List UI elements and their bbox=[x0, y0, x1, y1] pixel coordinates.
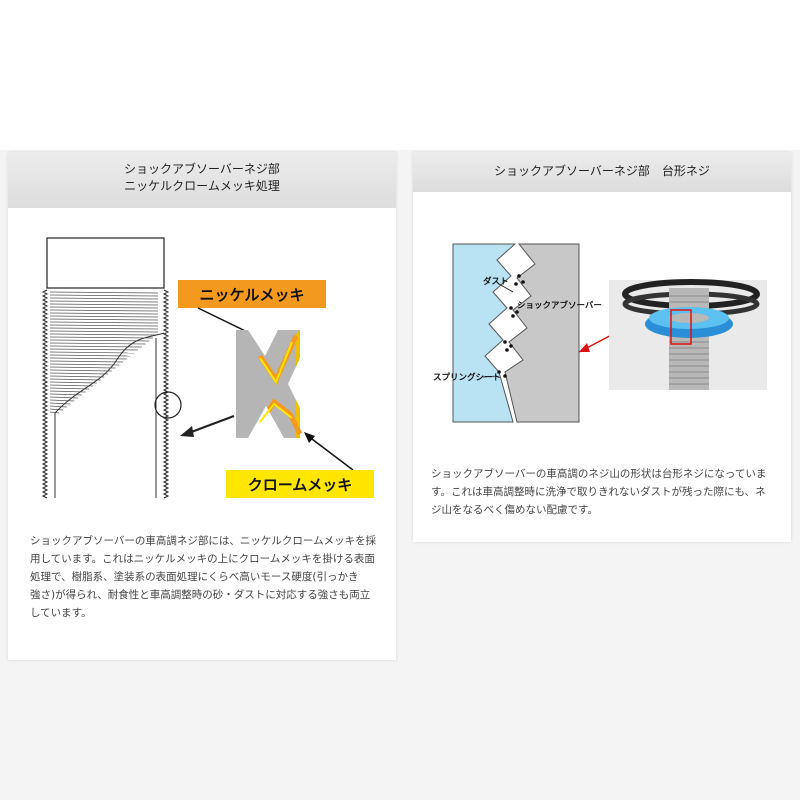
thread-hatch-line bbox=[49, 321, 159, 324]
shaft-cap bbox=[46, 237, 165, 289]
thread-hatch-line bbox=[49, 363, 120, 366]
yellow-thread-line bbox=[259, 341, 293, 385]
dust-label: ダスト bbox=[483, 276, 509, 287]
nickel-chrome-panel: ショックアブソーバーネジ部 ニッケルクロームメッキ処理 ニッケルメッキ bbox=[8, 152, 396, 660]
thread-plating-diagram: ニッケルメッキ クロームメッキ bbox=[41, 237, 374, 499]
white-notch-3 bbox=[288, 358, 300, 408]
cutaway-curve bbox=[54, 332, 165, 414]
nickel-badge bbox=[178, 280, 326, 308]
thread-hatch-line bbox=[49, 315, 159, 318]
absorber-label: ショックアブソーバー bbox=[517, 300, 602, 311]
desc-line: しています。 bbox=[30, 607, 92, 619]
trapezoid-thread-panel: ショックアブソーバーネジ部 台形ネジ ダスト ショックアブソーバー スプリングシ… bbox=[413, 152, 791, 542]
thread-hatch-line bbox=[49, 312, 159, 315]
nickel-chrome-description: ショックアブソーバーの車高調ネジ部には、ニッケルクロームメッキを採 用しています… bbox=[30, 532, 376, 622]
trapezoid-description: ショックアブソーバーの車高調のネジ山の形状は台形ネジになっていま す。これは車高… bbox=[431, 465, 766, 519]
thread-hatch-line bbox=[49, 330, 159, 333]
spring-seat-shape bbox=[452, 243, 517, 423]
trapezoid-thread-diagram: ダスト ショックアブソーバー スプリングシート bbox=[433, 243, 767, 423]
thread-hatch-line bbox=[49, 297, 159, 300]
panel-header: ショックアブソーバーネジ部 ニッケルクロームメッキ処理 bbox=[8, 152, 396, 208]
desc-line: ショックアブソーバーの車高調のネジ山の形状は台形ネジになっていま bbox=[431, 468, 767, 480]
thread-hatch-line bbox=[49, 318, 159, 321]
detail-arrow bbox=[185, 414, 235, 436]
shaft-thread-right-edge bbox=[162, 289, 170, 499]
thread-hatch-line bbox=[49, 366, 116, 369]
panel-title-line1: ショックアブソーバーネジ部 bbox=[124, 162, 280, 176]
thread-hatch-line bbox=[49, 360, 124, 363]
desc-line: ジ山をなるべく傷めない配慮です。 bbox=[431, 504, 598, 516]
panel-header: ショックアブソーバーネジ部 台形ネジ bbox=[413, 152, 791, 192]
desc-line: ショックアブソーバーの車高調ネジ部には、ニッケルクロームメッキを採 bbox=[30, 535, 377, 547]
thread-hatch-line bbox=[49, 348, 139, 351]
thread-hatch-line bbox=[49, 300, 159, 303]
thread-hatch-line bbox=[49, 342, 146, 345]
desc-line: す。これは車高調整時に洗浄で取りきれないダストが残った際にも、ネ bbox=[431, 486, 766, 498]
shaft-thread-left-edge bbox=[41, 289, 49, 499]
thread-hatch-line bbox=[49, 354, 131, 357]
chrome-leader-head bbox=[304, 432, 315, 443]
white-notch-1 bbox=[248, 330, 278, 356]
thread-hatch-line bbox=[49, 339, 150, 342]
thread-hatch-line bbox=[49, 381, 97, 384]
thread-hatch-line bbox=[49, 336, 154, 339]
thread-hatch-line bbox=[49, 309, 159, 312]
thread-hatch-line bbox=[49, 387, 90, 390]
detail-arrowhead bbox=[180, 426, 194, 437]
shock-photo bbox=[609, 279, 767, 390]
thread-hatch-line bbox=[49, 411, 60, 414]
white-notch-2 bbox=[248, 406, 284, 438]
thread-hatch-line bbox=[49, 369, 112, 372]
desc-line: 強さ)が得られ、耐食性と車高調整時の砂・ダストに対応する強さも両立 bbox=[30, 589, 371, 601]
thread-hatch-line bbox=[49, 345, 142, 348]
bottom-whitespace bbox=[0, 662, 800, 800]
chrome-label: クロームメッキ bbox=[248, 476, 353, 494]
thread-hatch-line bbox=[49, 291, 159, 294]
yellow-thread-line-2 bbox=[259, 402, 293, 423]
top-whitespace bbox=[0, 0, 800, 150]
thread-hatching bbox=[49, 291, 159, 498]
detail-circle bbox=[154, 391, 182, 419]
thread-hatch-line bbox=[49, 408, 64, 411]
thread-hatch-line bbox=[49, 333, 157, 336]
thread-hatch-line bbox=[49, 357, 127, 360]
thread-hatch-line bbox=[49, 351, 135, 354]
thread-hatch-line bbox=[49, 324, 159, 327]
thread-hatch-line bbox=[49, 306, 159, 309]
thread-hatch-line bbox=[49, 399, 75, 402]
chrome-leader bbox=[307, 435, 354, 471]
thread-hatch-line bbox=[49, 303, 159, 306]
thread-hatch-line bbox=[49, 372, 109, 375]
thread-hatch-line bbox=[49, 327, 159, 330]
nickel-label: ニッケルメッキ bbox=[199, 286, 304, 304]
dust-leader bbox=[498, 283, 514, 293]
spring-seat-label: スプリングシート bbox=[433, 372, 501, 383]
thread-hatch-line bbox=[49, 375, 105, 378]
thread-hatch-line bbox=[49, 294, 159, 297]
thread-hatch-line bbox=[49, 405, 67, 408]
spring-seat-leader bbox=[482, 375, 498, 378]
absorber-shape bbox=[504, 243, 580, 423]
thread-hatch-line bbox=[49, 378, 101, 381]
chrome-badge bbox=[226, 470, 374, 498]
desc-line: 用しています。これはニッケルメッキの上にクロームメッキを掛ける表面 bbox=[30, 553, 375, 565]
thread-hatch-line bbox=[49, 402, 71, 405]
panel-title-line2: ニッケルクロームメッキ処理 bbox=[124, 179, 280, 193]
thread-hatch-line bbox=[49, 384, 94, 387]
panel-title: ショックアブソーバーネジ部 台形ネジ bbox=[494, 164, 710, 178]
desc-line: 処理で、樹脂系、塗装系の表面処理にくらべ高いモース硬度(引っかき bbox=[30, 571, 359, 583]
dust-dots bbox=[497, 274, 525, 378]
red-pointer-head bbox=[579, 343, 590, 352]
thread-hatch-line bbox=[49, 396, 79, 399]
